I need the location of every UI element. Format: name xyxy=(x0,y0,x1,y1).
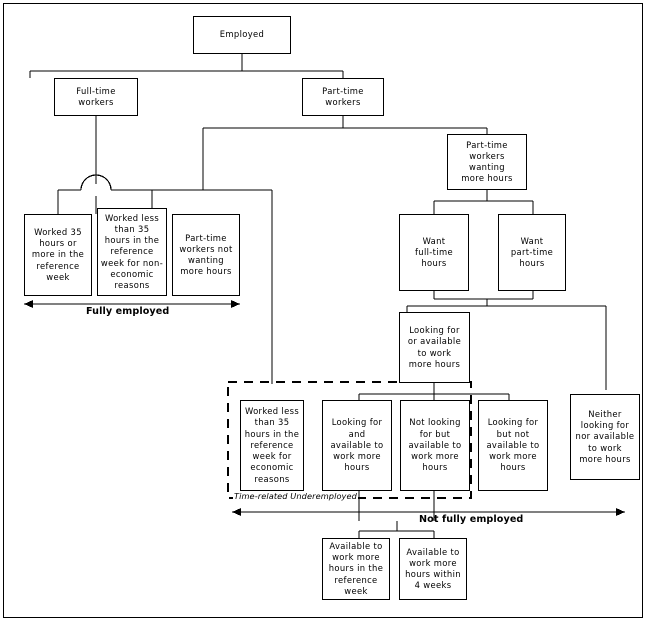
label-not-fully-employed: Not fully employed xyxy=(419,514,524,525)
node-employed[interactable]: Employed xyxy=(193,16,291,54)
label-time-related-underemployed: Time-related Underemployed xyxy=(233,491,358,501)
diagram-border xyxy=(3,3,643,618)
label-fully-employed: Fully employed xyxy=(86,306,170,317)
node-employed-label: Employed xyxy=(219,29,265,40)
